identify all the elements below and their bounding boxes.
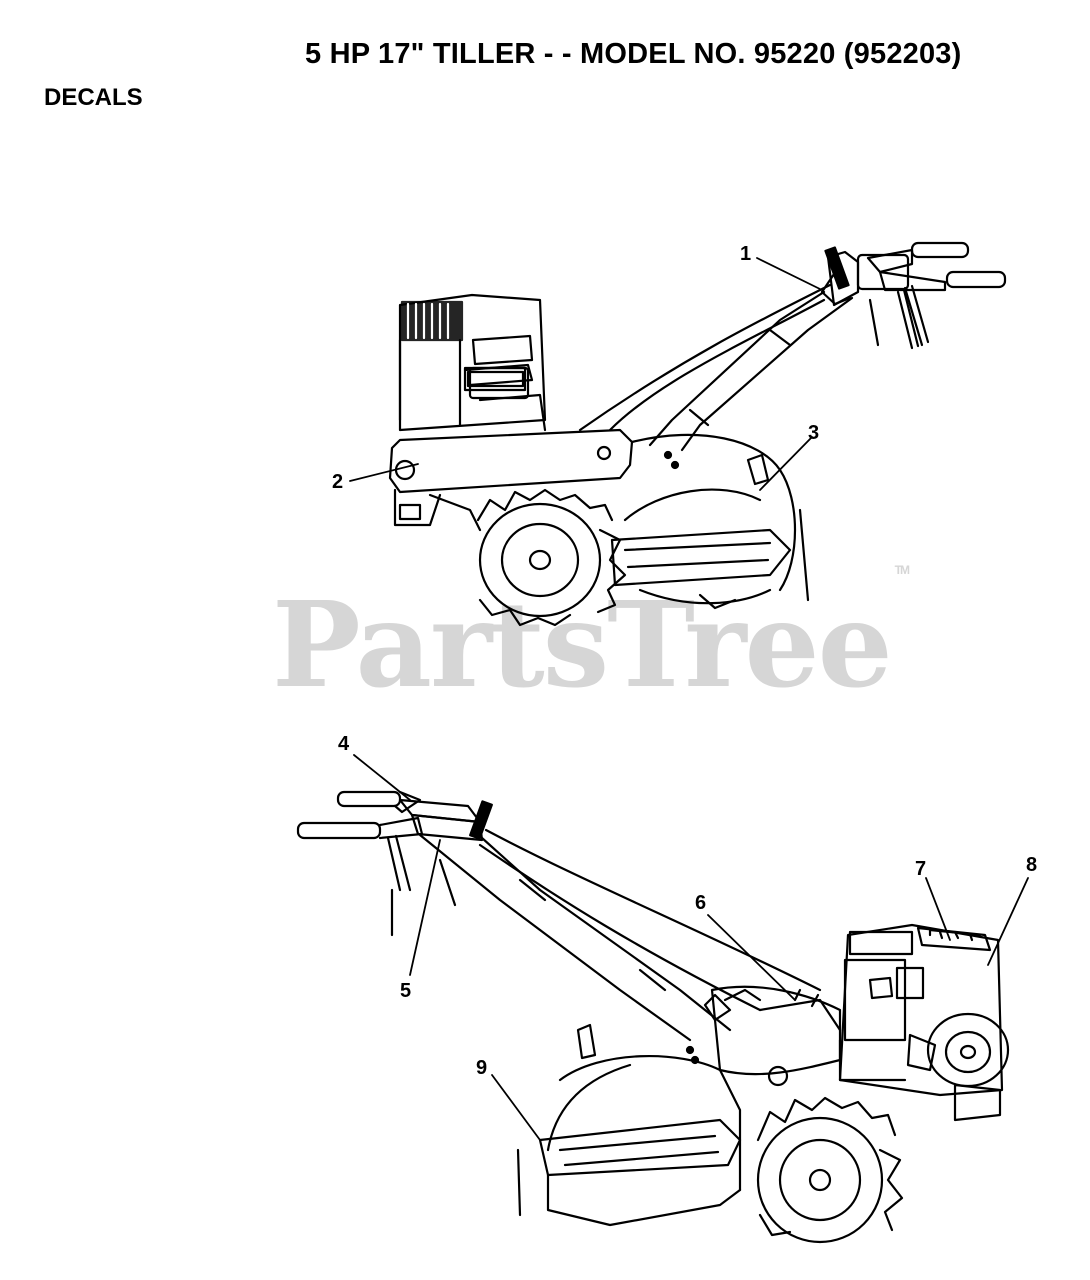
watermark-text: PartsTree (272, 575, 893, 714)
leader-lines-bottom (353, 754, 1029, 1141)
engine-bottom (838, 923, 1010, 1122)
engine-top (398, 293, 547, 432)
wheel-bottom (756, 1096, 904, 1244)
page-title: 5 HP 17" TILLER - - MODEL NO. 95220 (952… (305, 38, 962, 70)
callout-1: 1 (740, 243, 752, 265)
section-label: DECALS (44, 84, 143, 111)
belt-cover-top (388, 428, 634, 532)
callout-9: 9 (476, 1057, 488, 1079)
leader-lines-top (349, 257, 823, 491)
watermark-trademark: TM (894, 562, 910, 577)
callout-5: 5 (400, 980, 412, 1002)
watermark: PartsTreeTM (272, 563, 910, 714)
handle-assembly-bottom (296, 790, 822, 1042)
tiller-left-view (388, 241, 1007, 627)
callout-4: 4 (338, 733, 350, 755)
callout-3: 3 (808, 422, 820, 444)
tiller-right-view (296, 790, 1010, 1244)
handle-assembly-top (578, 241, 1007, 452)
tine-shield-bottom (516, 993, 742, 1227)
callout-6: 6 (695, 892, 707, 914)
callout-2: 2 (332, 471, 344, 493)
callout-7: 7 (915, 858, 927, 880)
wheel-top (476, 488, 627, 627)
callout-8: 8 (1026, 854, 1038, 876)
tine-shield-top (610, 433, 810, 610)
frame-bottom (710, 985, 842, 1087)
